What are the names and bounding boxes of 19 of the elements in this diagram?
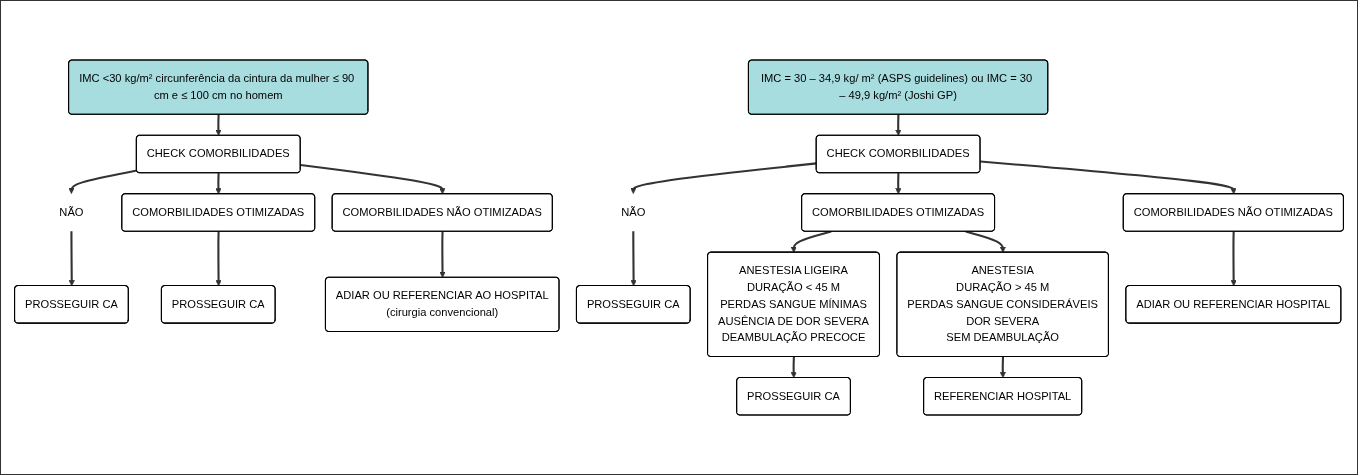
arrow xyxy=(1230,231,1237,287)
arrow xyxy=(965,230,1006,253)
node-text: NÃO xyxy=(59,206,84,219)
arrow xyxy=(300,163,446,195)
arrow xyxy=(68,169,137,194)
arrow xyxy=(790,230,832,253)
node-text: NÃO xyxy=(621,206,646,219)
arrow xyxy=(895,114,902,136)
arrow xyxy=(215,173,222,195)
arrow xyxy=(439,231,446,278)
arrow xyxy=(790,356,797,379)
arrow xyxy=(68,231,75,287)
arrow xyxy=(999,356,1006,379)
arrow xyxy=(215,231,222,287)
arrow xyxy=(630,162,817,194)
arrow xyxy=(630,231,637,287)
arrow xyxy=(215,114,222,136)
arrow xyxy=(980,160,1237,195)
arrow xyxy=(895,173,902,195)
